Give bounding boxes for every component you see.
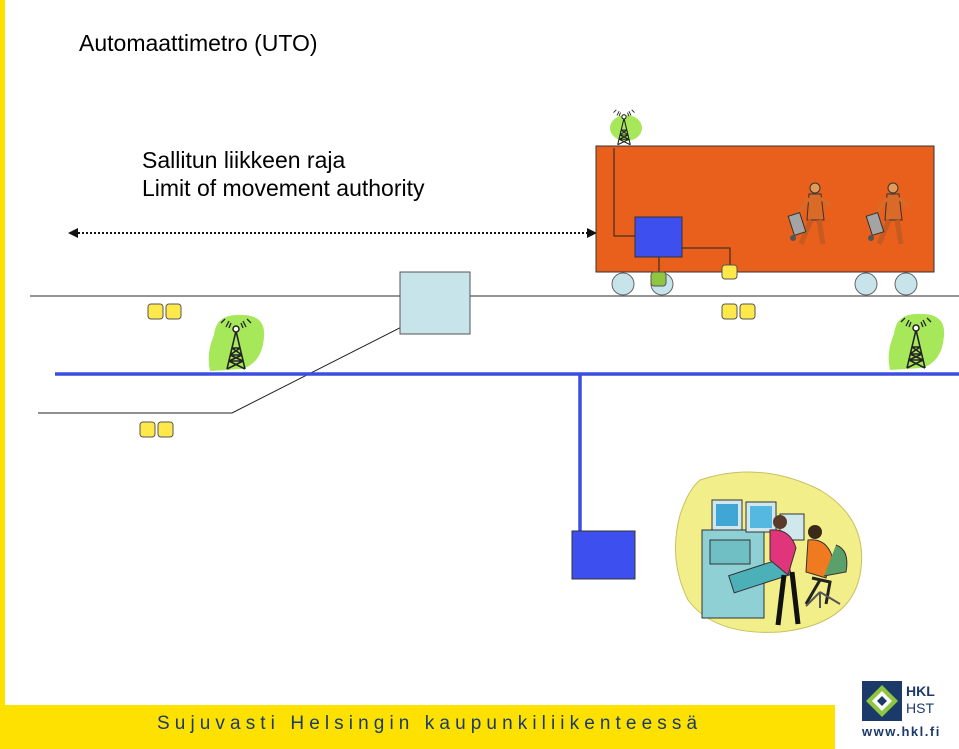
- network-bus: [55, 372, 959, 532]
- radio-tower-icon: [610, 109, 642, 146]
- onboard-wiring: [613, 148, 635, 237]
- footer-slogan: Sujuvasti Helsingin kaupunkiliikenteessä: [157, 713, 703, 734]
- balise-icon: [721, 303, 756, 320]
- movement-authority-arrow: [68, 228, 597, 238]
- slide-edge-stripe: [0, 0, 5, 705]
- caption-english: Limit of movement authority: [142, 175, 425, 201]
- hkl-logo-icon: [862, 681, 902, 721]
- balise-icon: [147, 303, 182, 320]
- logo-text-hst: HST: [906, 700, 934, 716]
- onboard-computer: [634, 216, 683, 258]
- interlocking-box: [399, 271, 471, 335]
- control-center-device: [571, 530, 636, 580]
- logo-text-hkl: HKL: [906, 683, 935, 699]
- radio-tower-icon: [208, 314, 265, 371]
- caption-finnish: Sallitun liikkeen raja: [142, 147, 346, 173]
- footer-url[interactable]: www.hkl.fi: [862, 724, 941, 739]
- hkl-logo: HKL HST: [862, 681, 950, 725]
- radio-tower-icon: [888, 313, 945, 370]
- slide-title: Automaattimetro (UTO): [79, 30, 318, 56]
- balise-icon: [139, 421, 174, 438]
- movement-authority-caption: Sallitun liikkeen raja Limit of movement…: [142, 146, 425, 202]
- footer-bar: [0, 705, 835, 749]
- control-room-clipart: [675, 471, 863, 633]
- train: [595, 145, 935, 296]
- train-wheel: [611, 272, 635, 296]
- onboard-antenna: [721, 264, 738, 280]
- train-wheel: [894, 272, 918, 296]
- onboard-wiring: [682, 247, 731, 266]
- train-wheel: [854, 272, 878, 296]
- onboard-antenna: [650, 271, 667, 287]
